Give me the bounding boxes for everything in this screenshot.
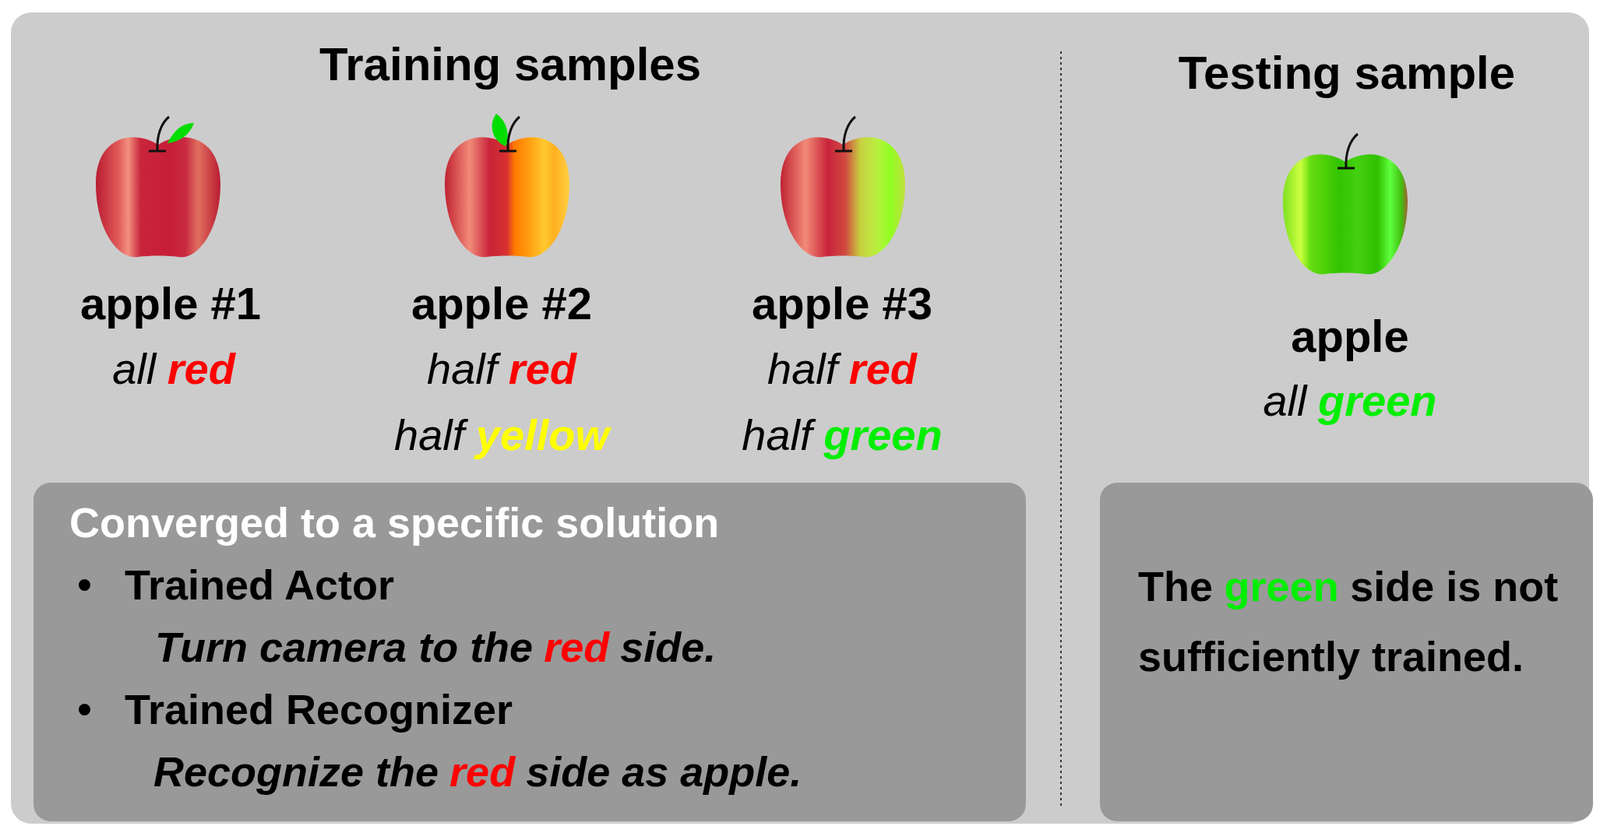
color-note-line: allgreen (1262, 377, 1437, 426)
result-box: Thegreenside is not sufficiently trained… (1099, 482, 1593, 822)
box-content: Converged to a specific solutionTrained … (33, 491, 825, 804)
label-text: apple #2 (411, 278, 593, 329)
box-text: Trained Actor (124, 561, 395, 609)
red-apple (95, 116, 221, 258)
box-content: Thegreenside is not sufficiently trained… (1138, 556, 1575, 698)
bullet-dot (78, 704, 91, 716)
color-word: green (1318, 376, 1438, 426)
label-text: half (426, 344, 497, 394)
section-heading-line: Training samples (319, 38, 702, 91)
sample-name-line: apple #1 (80, 278, 261, 329)
solution-box: Converged to a specific solutionTrained … (33, 482, 1026, 822)
italic-line: Turn camera to theredside. (33, 616, 825, 679)
box-text: Converged to a specific solution (69, 499, 719, 547)
label-text: all (1262, 376, 1307, 426)
red-green-apple (780, 116, 906, 258)
color-word: red (449, 748, 515, 796)
color-word: red (543, 623, 610, 671)
box-paragraph: Thegreenside is not sufficiently trained… (1138, 556, 1575, 698)
color-note-line: halfgreen (741, 411, 942, 460)
label-text: Testing sample (1178, 46, 1516, 99)
box-text: side as apple. (525, 748, 802, 796)
box-text: The (1138, 563, 1213, 610)
sample-name-line: apple #2 (411, 278, 593, 329)
color-note-line: halfred (426, 345, 577, 394)
color-note-line: halfyellow (394, 411, 610, 460)
sample-name-line: apple (1290, 311, 1410, 362)
sample-name-line: apple #3 (751, 278, 933, 329)
color-word: red (849, 344, 917, 394)
label-text: all (112, 344, 156, 394)
label-text: apple #3 (751, 278, 933, 329)
color-word: red (167, 344, 236, 394)
green-apple (1282, 133, 1408, 275)
color-note-line: allred (112, 345, 236, 394)
box-text: Trained Recognizer (124, 686, 513, 734)
box-text: Turn camera to the (155, 623, 533, 671)
label-text: Training samples (319, 38, 702, 91)
label-text: apple (1290, 310, 1410, 362)
color-word: green (1224, 563, 1340, 610)
divider-line (1060, 51, 1062, 808)
bullet-dot (78, 579, 91, 592)
box-text: Recognize the (153, 748, 439, 796)
color-word: green (823, 410, 943, 460)
box-text: side. (620, 623, 716, 671)
color-word: yellow (475, 410, 610, 460)
bullet-line: Trained Actor (33, 553, 825, 617)
label-text: half (767, 344, 838, 394)
section-heading-line: Testing sample (1178, 47, 1516, 99)
label-text: apple #1 (80, 278, 261, 329)
red-yellow-apple (444, 113, 570, 258)
bullet-line: Trained Recognizer (33, 678, 825, 741)
label-text: half (741, 410, 812, 460)
heading-line: Converged to a specific solution (33, 491, 825, 554)
label-text: half (394, 410, 465, 460)
color-note-line: halfred (767, 345, 917, 394)
color-word: red (508, 344, 577, 394)
italic-line: Recognize theredside as apple. (33, 740, 825, 804)
